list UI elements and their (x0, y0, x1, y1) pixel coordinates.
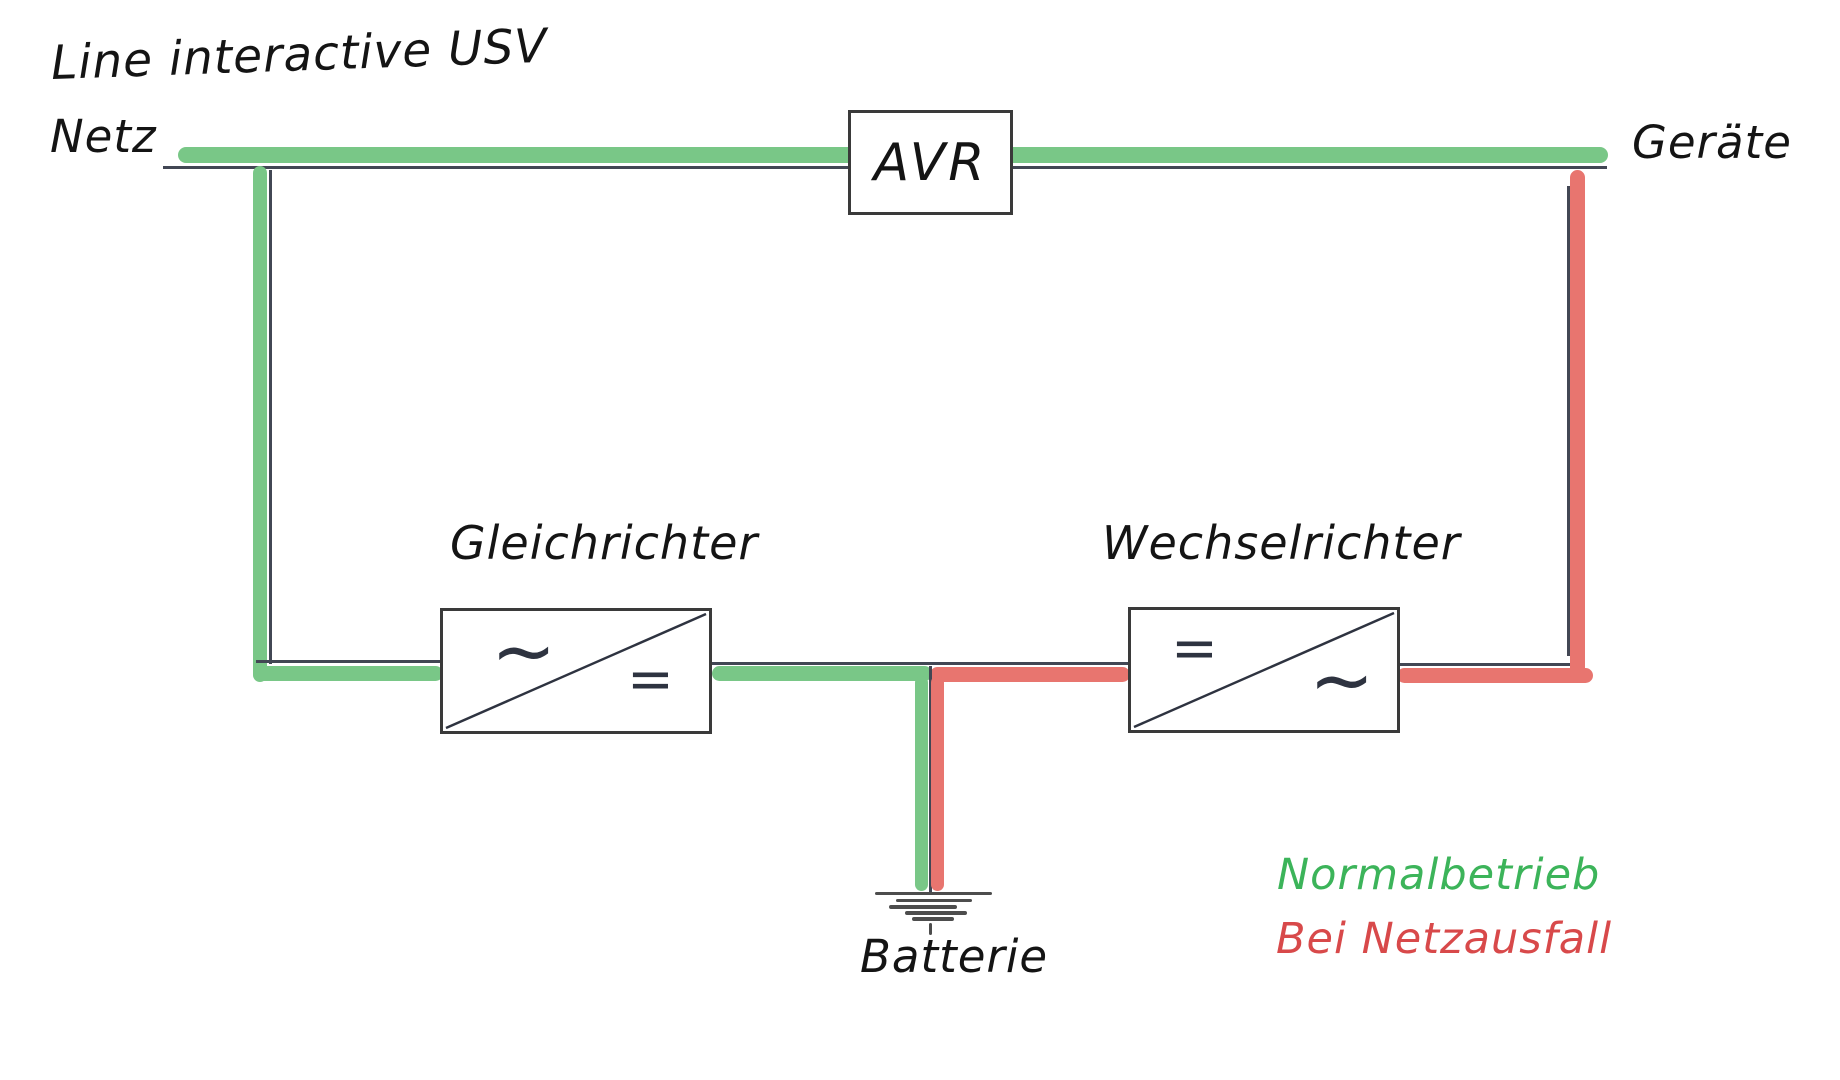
gleichrichter-box: ~ = (440, 608, 712, 734)
legend-normalbetrieb: Normalbetrieb (1277, 850, 1601, 900)
legend-bei-netzausfall: Bei Netzausfall (1276, 914, 1613, 964)
dc-symbol: = (627, 647, 674, 712)
avr-box: AVR (848, 110, 1013, 215)
battery-wire-vertical (929, 666, 932, 893)
gleichrichter-label: Gleichrichter (450, 516, 759, 570)
dc-symbol: = (1171, 616, 1218, 681)
left-vertical-wire (269, 170, 272, 664)
batterie-label: Batterie (860, 930, 1049, 983)
normal-path-to-rectifier (253, 666, 443, 681)
normal-path-battery-vertical (915, 676, 928, 891)
wechselrichter-box: = ~ (1128, 607, 1400, 733)
wechselrichter-label: Wechselrichter (1102, 516, 1461, 570)
failure-path-battery-to-inverter (930, 667, 1130, 682)
ac-symbol: ~ (1309, 636, 1375, 726)
netz-label: Netz (50, 110, 157, 163)
diagram-title: Line interactive USV (50, 18, 549, 91)
right-vertical-wire (1567, 186, 1570, 656)
normal-path-left-vertical (253, 166, 267, 682)
failure-path-inverter-out (1397, 668, 1593, 683)
converter-diagonal (445, 612, 707, 730)
normal-path-rectifier-to-battery (712, 666, 932, 681)
geraete-label: Geräte (1632, 116, 1792, 169)
failure-path-battery-vertical (931, 676, 944, 891)
ac-symbol: ~ (491, 607, 557, 697)
mid-wire-line (712, 662, 1130, 665)
converter-diagonal (1133, 611, 1395, 729)
inverter-right-wire (1397, 663, 1573, 666)
rectifier-left-wire (256, 660, 443, 663)
avr-label: AVR (873, 132, 988, 193)
failure-path-right-vertical (1570, 170, 1585, 683)
